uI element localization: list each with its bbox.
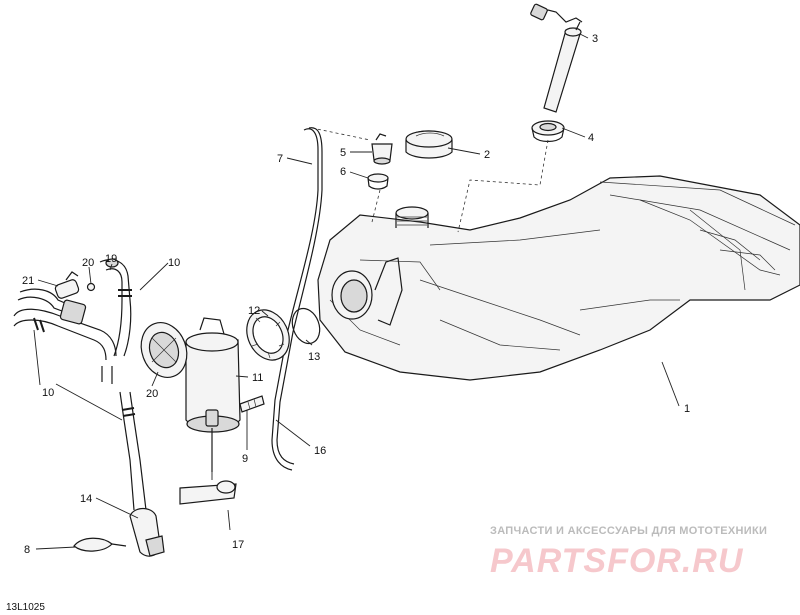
o-ring	[291, 307, 321, 345]
vent-valve	[371, 133, 393, 165]
callout-16: 16	[314, 445, 326, 457]
callout-12: 12	[248, 305, 260, 317]
callout-20-lower: 20	[146, 388, 158, 400]
callout-19: 19	[105, 253, 117, 265]
callout-6: 6	[340, 166, 346, 178]
callout-13: 13	[308, 351, 320, 363]
callout-17: 17	[232, 539, 244, 551]
small-grommet	[86, 282, 96, 292]
watermark-logo: PARTSFOR.RU	[490, 542, 744, 580]
callout-10-top: 10	[168, 257, 180, 269]
hose-fitting	[239, 395, 265, 413]
callout-3: 3	[592, 33, 598, 45]
fuel-hose-assembly	[13, 259, 147, 511]
callout-9: 9	[242, 453, 248, 465]
assembly-guide-vent	[311, 127, 371, 141]
callout-4: 4	[588, 132, 594, 144]
watermark-caption: ЗАПЧАСТИ И АКСЕССУАРЫ ДЛЯ МОТОТЕХНИКИ	[490, 525, 767, 537]
callout-labels: 1 2 3 4 5 6 7 8 9 10 10 11 12 13 14 16 1…	[22, 33, 690, 556]
callout-2: 2	[484, 149, 490, 161]
figure-reference-code: 13L1025	[6, 602, 45, 613]
vent-hose	[271, 127, 323, 471]
sender-grommet	[531, 120, 565, 143]
pump-strainer	[179, 480, 237, 505]
callout-7: 7	[277, 153, 283, 165]
fuel-tank	[317, 175, 800, 381]
assembly-guide-sender	[457, 139, 549, 233]
hose-clamp	[73, 537, 127, 552]
valve-grommet	[367, 173, 389, 190]
callout-8: 8	[24, 544, 30, 556]
callout-21: 21	[22, 275, 34, 287]
fuel-pump-module	[185, 317, 241, 472]
fuel-cap	[405, 130, 453, 159]
callout-5: 5	[340, 147, 346, 159]
leader-lines	[33, 33, 680, 550]
hose-elbow	[129, 507, 165, 557]
lock-ring	[246, 309, 290, 361]
watermark: ЗАПЧАСТИ И АКСЕССУАРЫ ДЛЯ МОТОТЕХНИКИ PA…	[490, 525, 767, 580]
quick-connector	[54, 271, 80, 299]
callout-14: 14	[80, 493, 92, 505]
callout-20-upper: 20	[82, 257, 94, 269]
callout-1: 1	[684, 403, 690, 415]
hose-clip	[105, 258, 119, 268]
callout-11: 11	[252, 372, 263, 384]
fuel-level-sender	[530, 3, 583, 113]
pump-flange	[140, 322, 188, 378]
callout-10-left: 10	[42, 387, 54, 399]
